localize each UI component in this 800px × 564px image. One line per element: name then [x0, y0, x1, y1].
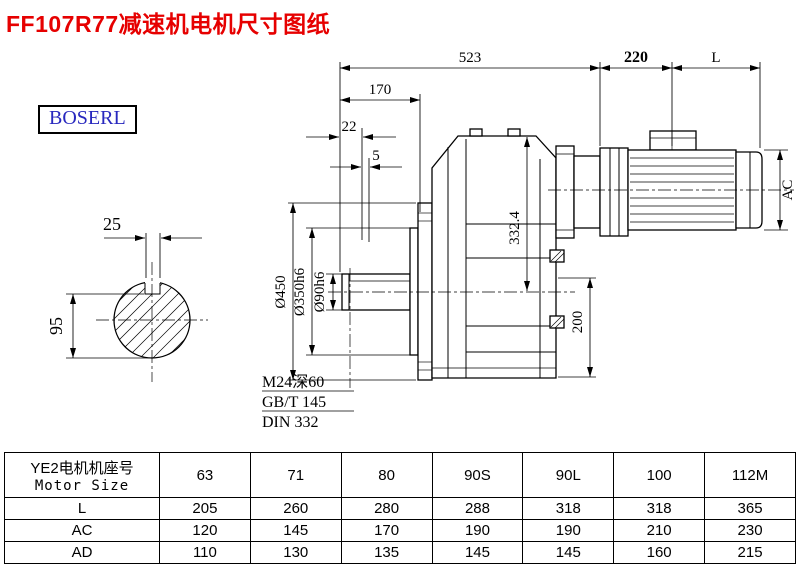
table-header-row: YE2电机机座号 Motor Size 63 71 80 90S 90L 100… — [4, 452, 796, 498]
dim-170: 170 — [340, 82, 421, 212]
table-cell: 280 — [340, 497, 433, 520]
table-cell: 318 — [522, 497, 615, 520]
dim-220: 220 — [600, 49, 673, 146]
size-col-90l: 90L — [522, 452, 615, 498]
dia-350: Ø350h6 — [292, 227, 410, 356]
dim-95: 95 — [46, 293, 150, 359]
table-cell: 215 — [704, 541, 796, 564]
table-cell: 145 — [431, 541, 524, 564]
table-cell: 260 — [249, 497, 342, 520]
row-label-AC: AC — [4, 519, 160, 542]
table-cell: 205 — [159, 497, 251, 520]
shaft-section-view — [96, 262, 208, 382]
dim-label-5: 5 — [372, 148, 380, 164]
keyway-outline — [144, 283, 161, 295]
adapter-flange — [555, 145, 575, 239]
table-row-AD: AD 110 130 135 145 145 160 215 — [4, 541, 796, 564]
table-cell: 210 — [613, 519, 706, 542]
dim-AC: AC — [764, 149, 796, 231]
table-cell: 365 — [704, 497, 796, 520]
size-col-80: 80 — [340, 452, 433, 498]
table-cell: 145 — [249, 519, 342, 542]
brand-logo: BOSERL — [38, 105, 137, 134]
dim-label-220: 220 — [624, 49, 648, 66]
dim-label-332: 332.4 — [507, 211, 523, 245]
size-col-63: 63 — [159, 452, 251, 498]
header-cn: YE2电机机座号 — [30, 459, 134, 477]
size-col-112m: 112M — [704, 452, 796, 498]
gear-housing — [431, 135, 557, 379]
dia-90: Ø90h6 — [312, 271, 344, 312]
table-cell: 230 — [704, 519, 796, 542]
dimension-drawing: 523 220 L 170 22 5 25 95 — [46, 49, 796, 431]
table-cell: 160 — [613, 541, 706, 564]
table-cell: 135 — [340, 541, 433, 564]
dim-label-AC: AC — [780, 180, 796, 201]
row-label-L: L — [4, 497, 160, 520]
motor-assembly — [555, 130, 763, 239]
header-en: Motor Size — [34, 477, 130, 494]
table-cell: 145 — [522, 541, 615, 564]
dim-25: 25 — [103, 214, 202, 278]
keyway-notch — [145, 275, 160, 294]
table-row-AC: AC 120 145 170 190 190 210 230 — [4, 519, 796, 542]
dim-label-523: 523 — [459, 50, 482, 66]
shaft-end-notes: M24深60 GB/T 145 DIN 332 — [262, 373, 354, 431]
table-cell: 318 — [613, 497, 706, 520]
table-cell: 110 — [159, 541, 251, 564]
dim-label-200: 200 — [570, 311, 586, 334]
note-din: DIN 332 — [262, 414, 318, 431]
motor-size-table: YE2电机机座号 Motor Size 63 71 80 90S 90L 100… — [4, 452, 796, 564]
center-lines — [328, 189, 794, 388]
dim-22: 22 — [306, 119, 396, 240]
table-header-motor-size: YE2电机机座号 Motor Size — [4, 452, 160, 498]
dia-450: Ø450 — [273, 202, 416, 381]
table-cell: 190 — [431, 519, 524, 542]
dim-label-L: L — [711, 50, 720, 66]
flange-spigot — [409, 227, 419, 356]
terminal-box — [649, 130, 697, 151]
motor-flange — [599, 147, 629, 237]
dim-label-spigot-dia: Ø350h6 — [292, 267, 308, 316]
size-col-90s: 90S — [431, 452, 524, 498]
table-cell: 170 — [340, 519, 433, 542]
dim-label-22: 22 — [342, 119, 357, 135]
page-title: FF107R77减速机电机尺寸图纸 — [6, 11, 331, 37]
dim-label-95: 95 — [46, 317, 66, 335]
table-row-L: L 205 260 280 288 318 318 365 — [4, 497, 796, 520]
row-label-AD: AD — [4, 541, 160, 564]
dim-label-flange-od: Ø450 — [273, 275, 289, 308]
size-col-100: 100 — [613, 452, 706, 498]
dim-L: L — [672, 50, 761, 148]
note-gbt: GB/T 145 — [262, 394, 326, 411]
table-cell: 130 — [249, 541, 342, 564]
mounting-flange — [417, 202, 433, 381]
table-cell: 190 — [522, 519, 615, 542]
size-col-71: 71 — [249, 452, 342, 498]
table-cell: 120 — [159, 519, 251, 542]
dim-200: 200 — [558, 277, 596, 378]
note-thread: M24深60 — [262, 373, 324, 391]
dim-332: 332.4 — [507, 137, 530, 291]
dim-label-25: 25 — [103, 214, 121, 234]
adapter-housing — [573, 155, 601, 229]
dim-label-170: 170 — [369, 82, 392, 98]
table-cell: 288 — [431, 497, 524, 520]
dim-label-shaft-dia: Ø90h6 — [312, 271, 328, 312]
